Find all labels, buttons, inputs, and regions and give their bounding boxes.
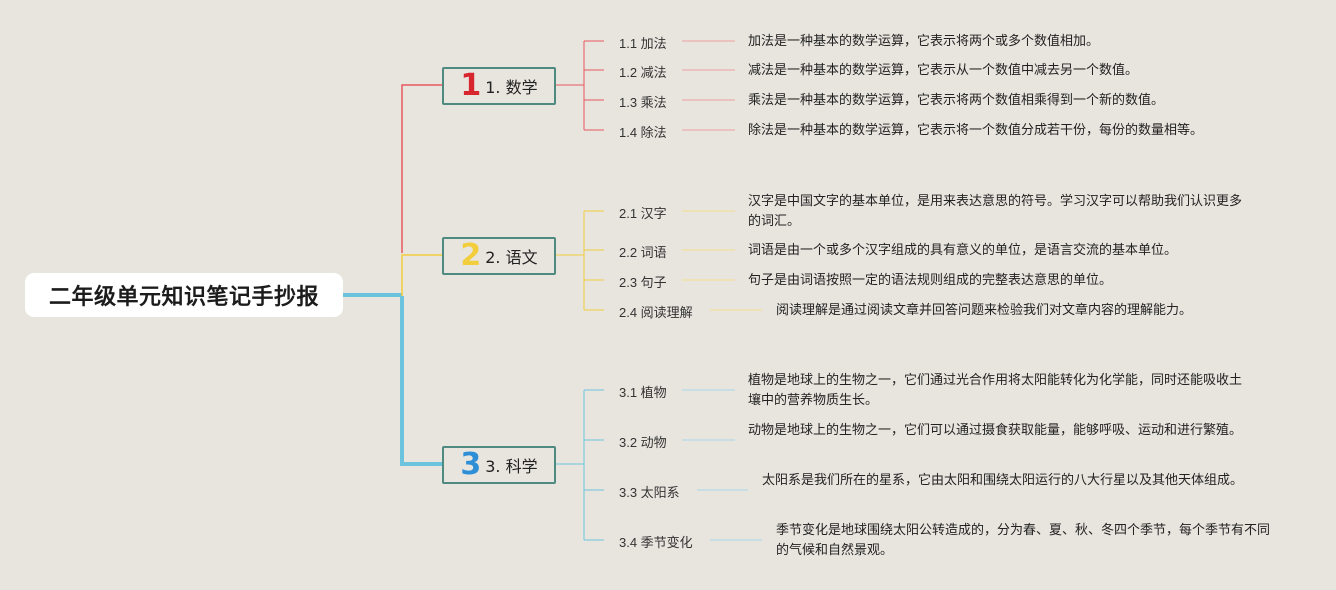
connector-cat-2-items — [553, 210, 604, 311]
item-reading[interactable]: 2.4 阅读理解 — [619, 305, 693, 320]
desc-sentences: 句子是由词语按照一定的语法规则组成的完整表达意思的单位。 — [748, 272, 1113, 287]
category-label: 2. 语文 — [485, 248, 538, 267]
desc-reading: 阅读理解是通过阅读文章并回答问题来检验我们对文章内容的理解能力。 — [776, 302, 1193, 317]
connector-cat-1-items — [553, 40, 604, 131]
item-solar-system[interactable]: 3.3 太阳系 — [619, 485, 680, 500]
item-addition[interactable]: 1.1 加法 — [619, 36, 667, 51]
number-three-icon: 3 — [460, 447, 482, 482]
number-one-icon: 1 — [460, 68, 482, 103]
connector-cat-2-desc — [682, 210, 762, 311]
item-words[interactable]: 2.2 词语 — [619, 245, 667, 260]
desc-animals: 动物是地球上的生物之一，它们可以通过摄食获取能量，能够呼吸、运动和进行繁殖。 — [748, 422, 1243, 437]
desc-addition: 加法是一种基本的数学运算，它表示将两个或多个数值相加。 — [748, 33, 1100, 48]
desc-plants: 植物是地球上的生物之一，它们通过光合作用将太阳能转化为化学能，同时还能吸收土壤中… — [748, 372, 1243, 407]
desc-subtraction: 减法是一种基本的数学运算，它表示从一个数值中减去另一个数值。 — [748, 62, 1139, 77]
category-label: 3. 科学 — [485, 457, 538, 476]
desc-seasons: 季节变化是地球围绕太阳公转造成的，分为春、夏、秋、冬四个季节，每个季节有不同的气… — [776, 522, 1271, 557]
desc-division: 除法是一种基本的数学运算，它表示将一个数值分成若干份，每份的数量相等。 — [748, 122, 1204, 137]
item-division[interactable]: 1.4 除法 — [619, 125, 667, 140]
item-multiplication[interactable]: 1.3 乘法 — [619, 95, 667, 110]
item-animals[interactable]: 3.2 动物 — [619, 435, 667, 450]
connector-cat-3-items — [553, 389, 604, 541]
category-science[interactable]: 3 3. 科学 — [442, 446, 556, 484]
desc-characters: 汉字是中国文字的基本单位，是用来表达意思的符号。学习汉字可以帮助我们认识更多的词… — [748, 193, 1243, 228]
item-sentences[interactable]: 2.3 句子 — [619, 275, 667, 290]
desc-multiplication: 乘法是一种基本的数学运算，它表示将两个数值相乘得到一个新的数值。 — [748, 92, 1165, 107]
connector-cat-1-desc — [682, 40, 735, 131]
connector-cat-3 — [400, 296, 443, 466]
root-title[interactable]: 二年级单元知识笔记手抄报 — [25, 273, 343, 317]
category-label: 1. 数学 — [485, 78, 538, 97]
item-plants[interactable]: 3.1 植物 — [619, 385, 667, 400]
category-math[interactable]: 1 1. 数学 — [442, 67, 556, 105]
desc-solar-system: 太阳系是我们所在的星系，它由太阳和围绕太阳运行的八大行星以及其他天体组成。 — [762, 472, 1244, 487]
category-chinese[interactable]: 2 2. 语文 — [442, 237, 556, 275]
item-seasons[interactable]: 3.4 季节变化 — [619, 535, 693, 550]
desc-words: 词语是由一个或多个汉字组成的具有意义的单位，是语言交流的基本单位。 — [748, 242, 1178, 257]
connector-cat-2 — [401, 254, 443, 296]
number-two-icon: 2 — [460, 238, 482, 273]
connector-cat-1 — [401, 84, 443, 253]
item-characters[interactable]: 2.1 汉字 — [619, 206, 667, 221]
item-subtraction[interactable]: 1.2 减法 — [619, 65, 667, 80]
connector-cat-3-desc — [682, 389, 762, 541]
